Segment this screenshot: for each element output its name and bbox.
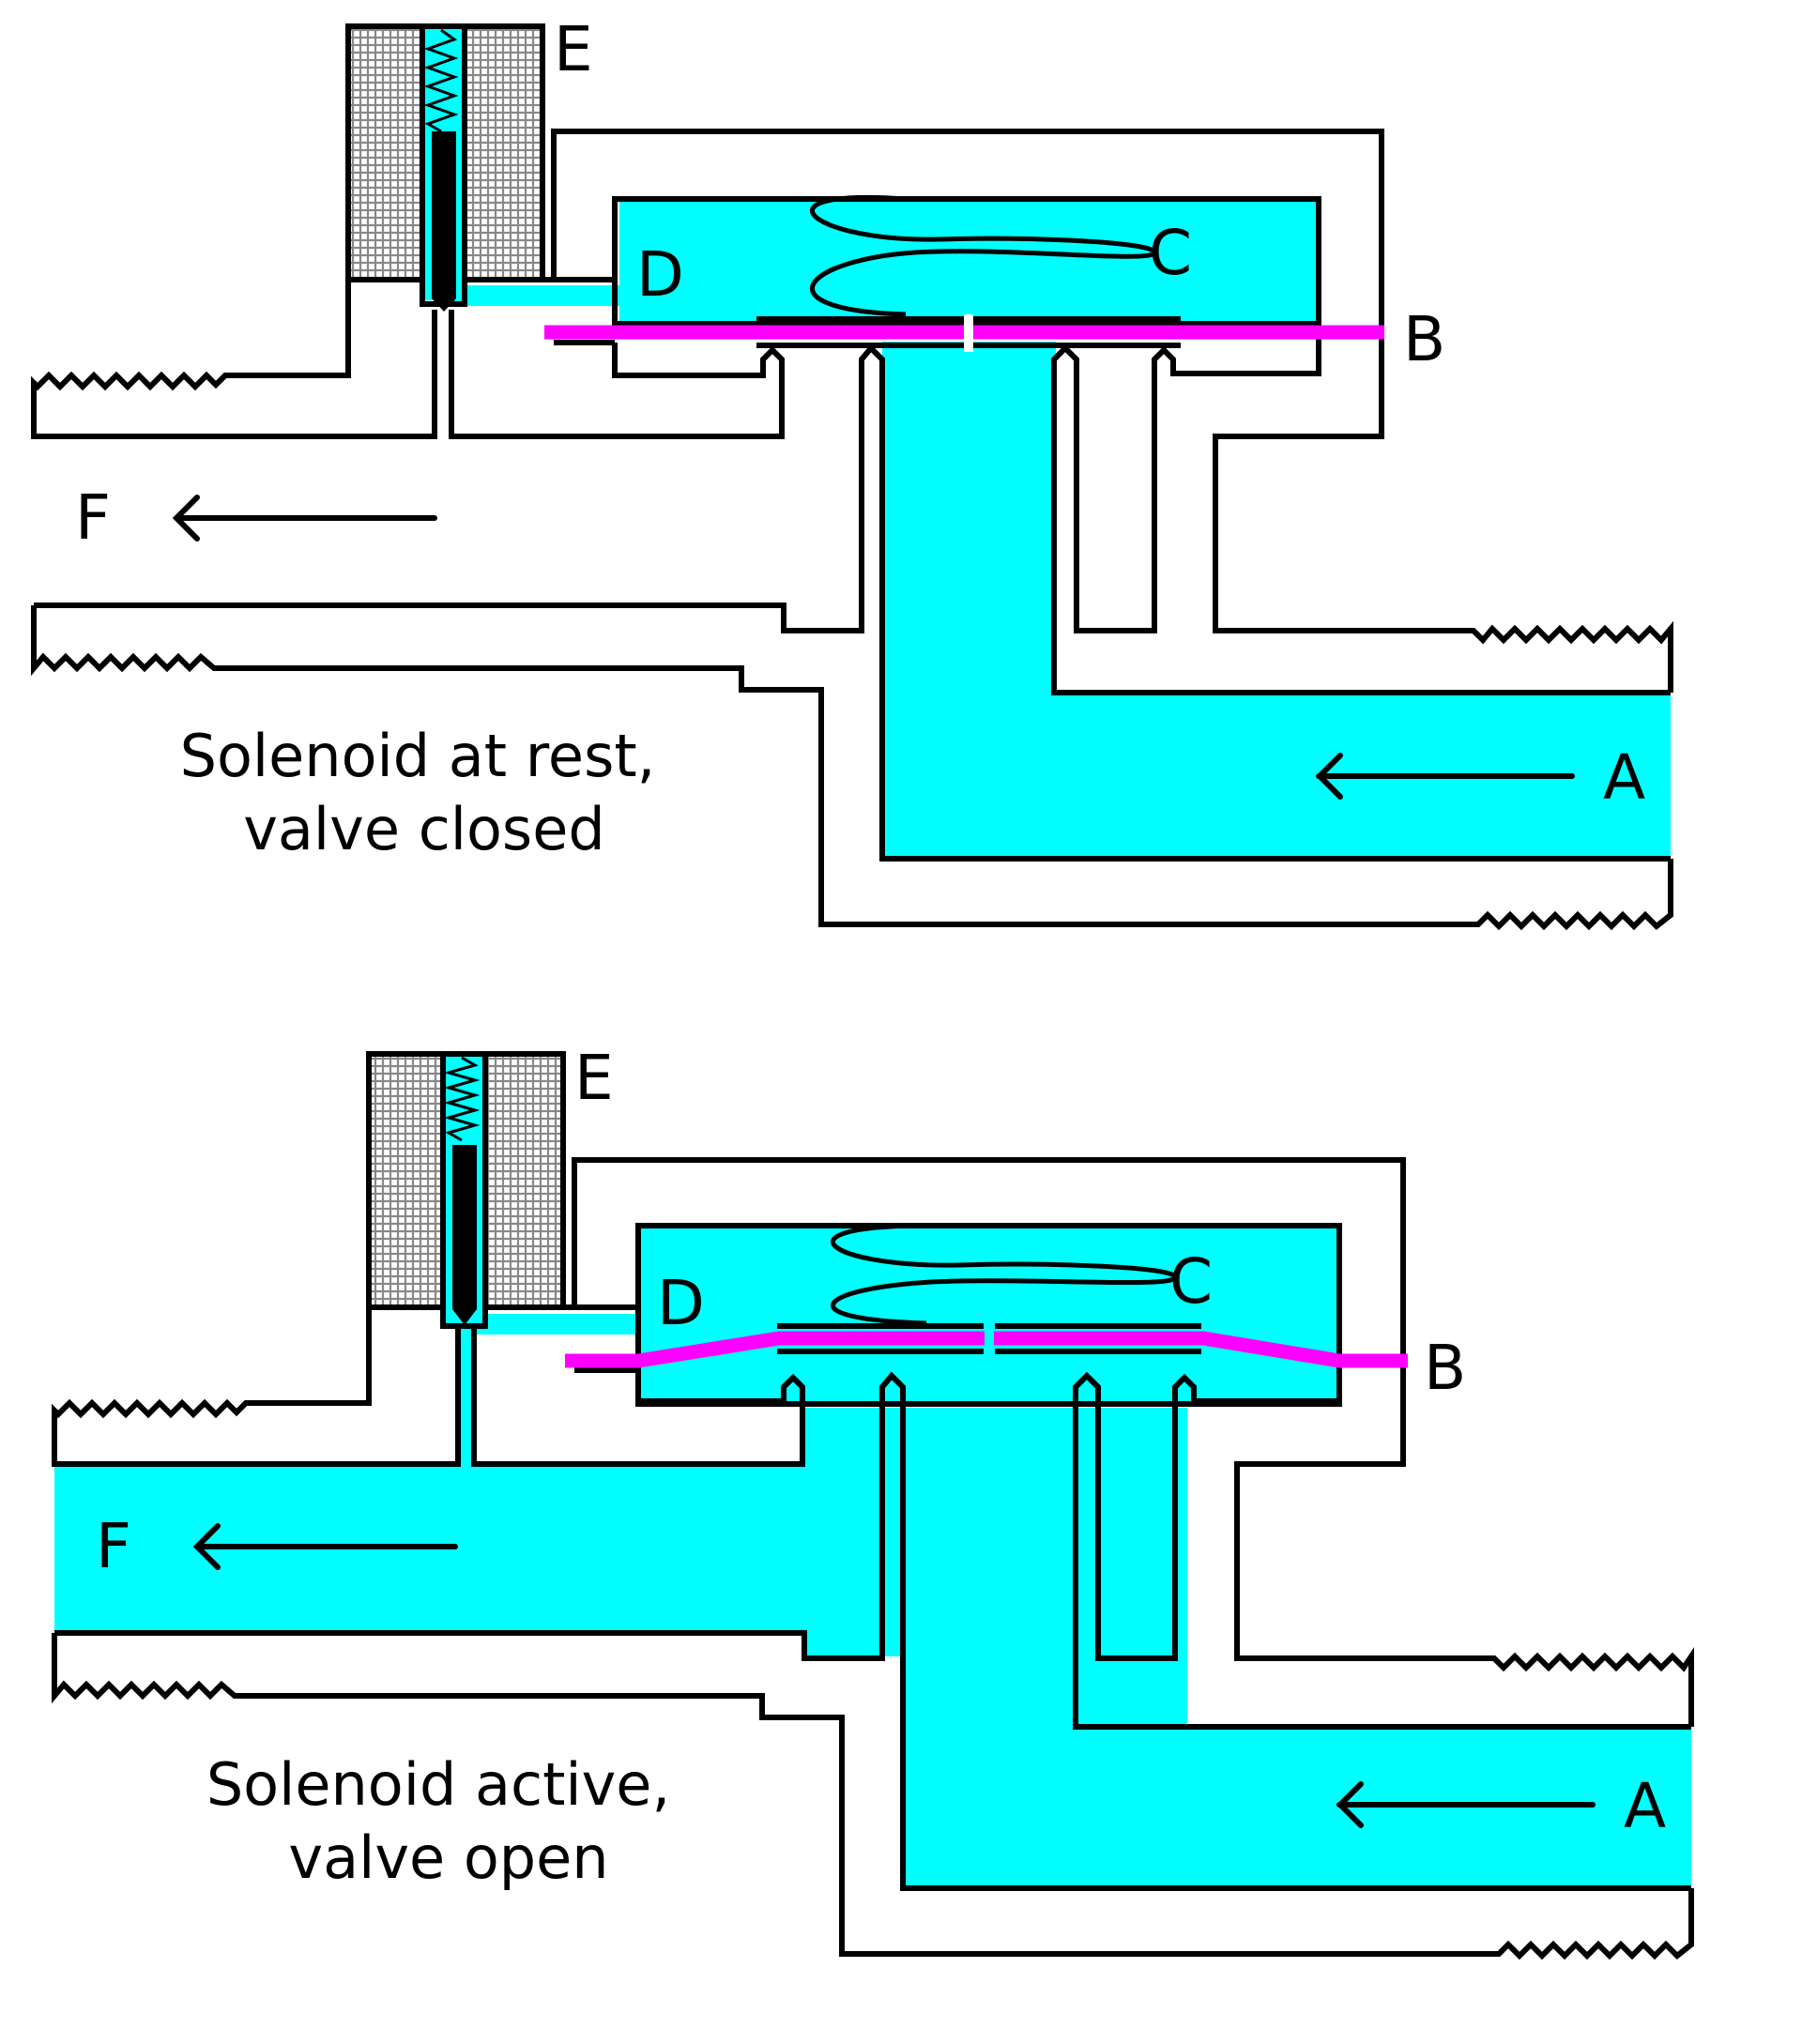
valve-diagram-closed: A B C D E F Solenoid at rest, valve clos… [31,13,1673,931]
diaphragm [565,1319,1408,1368]
pilot-passage-fluid [450,285,619,306]
main-spring-icon [810,194,1157,317]
flow-arrows [192,1523,1596,1828]
caption-line-2: valve closed [243,795,605,863]
label-e: E [554,13,593,85]
diaphragm [544,314,1384,352]
valve-body-outline [52,1157,1694,1960]
inlet-fluid [882,342,1671,859]
valve-diagram-open: A B C D E F Solenoid active, valve open [52,1042,1694,1960]
upper-chamber-fluid [619,199,1319,330]
label-d: D [657,1267,705,1339]
main-spring-icon [831,1223,1178,1326]
coil-right [482,1051,566,1310]
solenoid-sleeve [440,1051,488,1329]
caption-line-1: Solenoid active, [206,1750,670,1819]
label-f: F [75,481,111,554]
flow-arrows [172,495,1575,800]
pilot-passage-fluid [474,1314,638,1335]
pilot-bore-fluid [461,1314,474,1464]
label-a: A [1624,1770,1666,1842]
label-c: C [1169,1245,1213,1318]
label-a: A [1603,741,1645,814]
label-c: C [1149,217,1192,289]
label-b: B [1403,303,1445,375]
coil-left [345,23,425,282]
plunger [452,1145,477,1325]
label-b: B [1424,1332,1466,1404]
spring-icon [423,28,459,133]
caption-line-1: Solenoid at rest, [180,722,656,790]
plunger [432,131,456,312]
spring-icon [443,1056,481,1142]
coil-left [366,1051,446,1310]
inlet-fluid [802,1408,1691,1888]
label-f: F [96,1510,131,1582]
upper-chamber-fluid [640,1226,1339,1404]
label-d: D [636,238,684,311]
label-e: E [574,1042,614,1114]
caption-line-2: valve open [288,1823,608,1892]
coil-right [462,23,545,282]
